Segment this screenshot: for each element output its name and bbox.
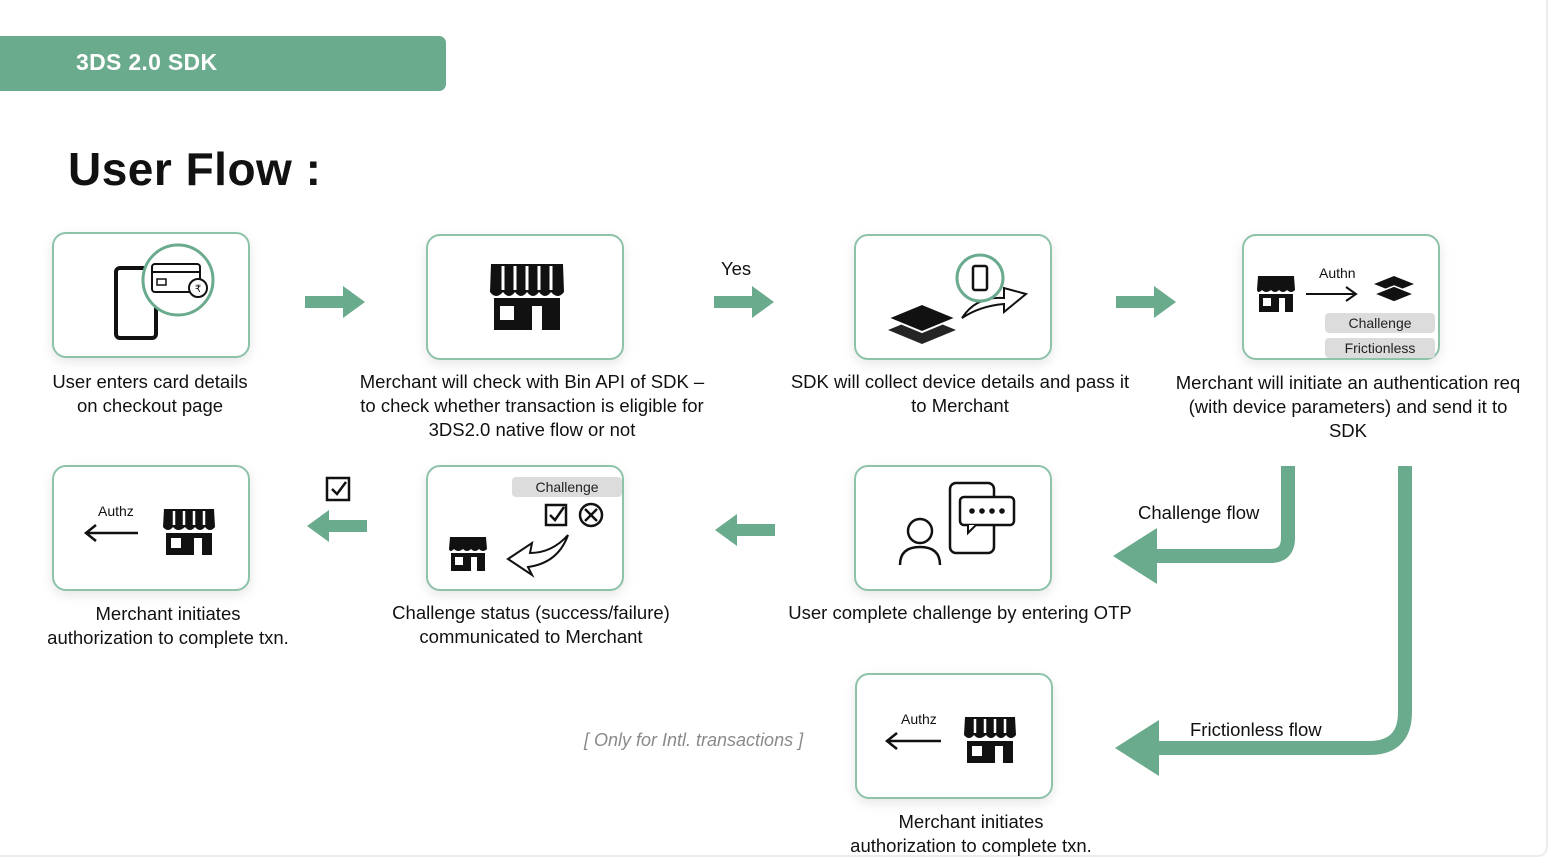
step-authorization-frictionless-caption: Merchant initiates authorization to comp… [850, 811, 1092, 856]
challenge-pill: Challenge [512, 477, 622, 497]
challenge-pill: Challenge [1325, 313, 1435, 333]
step-device-details-caption: SDK will collect device details and pass… [790, 371, 1130, 416]
section-label: 3DS 2.0 SDK [76, 49, 218, 75]
yes-label: Yes [721, 258, 752, 279]
intl-only-note: [ Only for Intl. transactions ] [584, 730, 804, 750]
page-title: User Flow : [68, 143, 322, 195]
svg-text:₹: ₹ [195, 284, 201, 295]
flow-arrow-3 [1116, 286, 1176, 318]
authz-label: Authz [901, 711, 937, 727]
authz-label: Authz [98, 503, 134, 519]
flow-arrow-4 [715, 514, 775, 546]
step-authorization-box: Authz [52, 465, 250, 591]
step-authorization-frictionless-box: Authz [855, 673, 1053, 799]
step-auth-request-caption: Merchant will initiate an authentication… [1175, 372, 1521, 441]
step-device-details-box [854, 234, 1052, 360]
step-bin-check-box [426, 234, 624, 360]
auth-request-icon [1257, 276, 1417, 312]
user-otp-icon [898, 481, 1016, 566]
branch-connectors [1113, 466, 1412, 776]
step-card-entry-box: ₹ [52, 232, 250, 358]
step-challenge-status-box: Challenge [426, 465, 624, 591]
step-auth-request-box: Authn Challenge Frictionless [1242, 234, 1440, 360]
challenge-flow-label: Challenge flow [1138, 502, 1260, 523]
step-bin-check-caption: Merchant will check with Bin API of SDK … [359, 371, 705, 440]
section-banner: 3DS 2.0 SDK [0, 36, 446, 91]
flow-arrow-2 [714, 286, 774, 318]
flow-arrow-5 [307, 510, 367, 542]
step-challenge-status-caption: Challenge status (success/failure) commu… [392, 602, 670, 647]
step-otp-box [854, 465, 1052, 591]
phone-card-icon: ₹ [114, 243, 215, 340]
frictionless-flow-label: Frictionless flow [1190, 719, 1322, 740]
layers-device-icon [885, 253, 1029, 344]
frictionless-pill: Frictionless [1325, 338, 1435, 358]
flow-arrow-1 [305, 286, 365, 318]
challenge-status-icon [449, 502, 604, 578]
authn-label: Authn [1319, 265, 1356, 281]
step-card-entry-caption: User enters card details on checkout pag… [52, 371, 248, 416]
checkbox-icon [325, 476, 351, 502]
authorization-icon [83, 509, 215, 555]
store-icon [490, 264, 564, 330]
authorization-icon [884, 717, 1016, 763]
step-otp-caption: User complete challenge by entering OTP [788, 602, 1132, 623]
step-authorization-caption: Merchant initiates authorization to comp… [47, 603, 289, 648]
